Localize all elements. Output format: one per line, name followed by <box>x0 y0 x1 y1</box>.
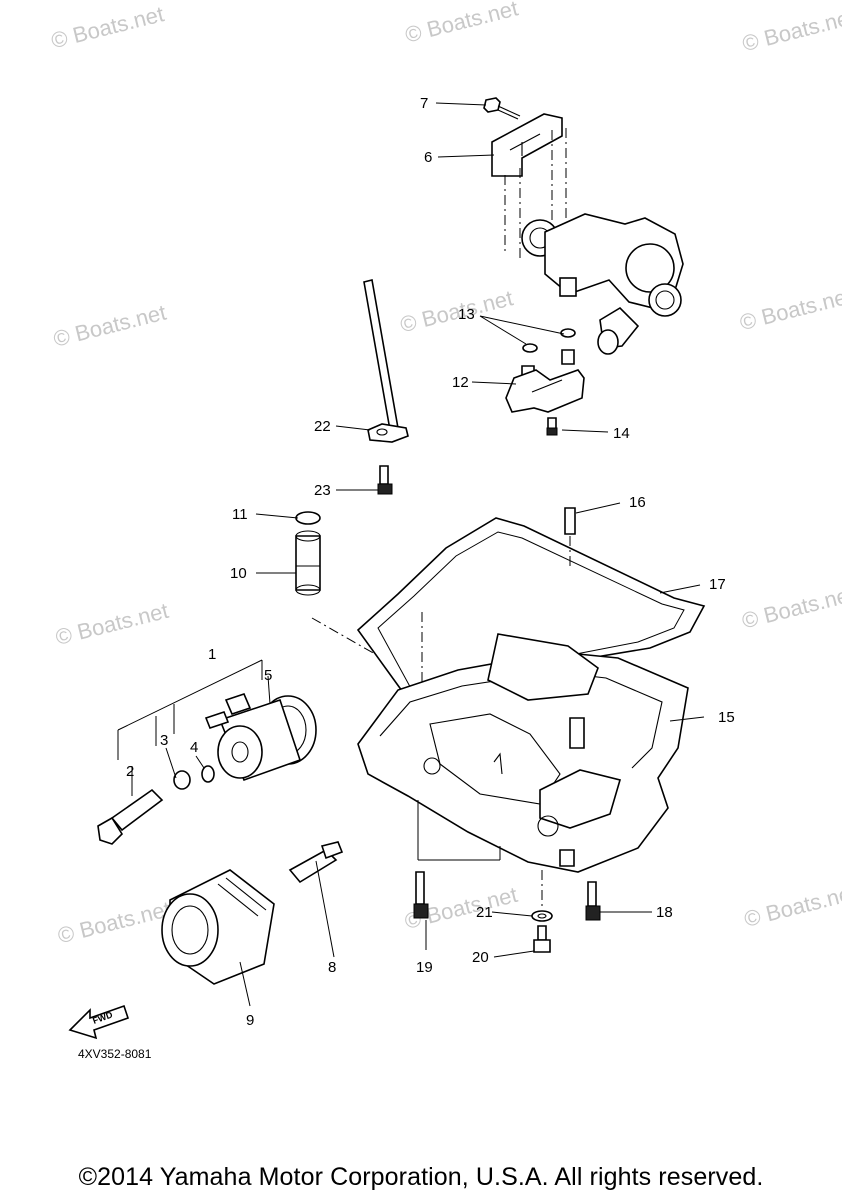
callout-2: 2 <box>126 763 134 780</box>
callout-22: 22 <box>314 418 331 435</box>
callout-10: 10 <box>230 565 247 582</box>
callout-7: 7 <box>420 95 428 112</box>
watermark-2: © Boats.net <box>403 0 521 48</box>
oil-pan <box>357 633 689 873</box>
callout-21: 21 <box>476 904 493 921</box>
callout-18: 18 <box>656 904 673 921</box>
watermark-5: © Boats.net <box>398 285 516 337</box>
callout-14: 14 <box>613 425 630 442</box>
oil-pump-assembly <box>483 97 684 355</box>
leader-lines <box>131 102 705 1007</box>
callout-5: 5 <box>264 667 272 684</box>
callout-19: 19 <box>416 959 433 976</box>
diagram-code: 4XV352-8081 <box>78 1047 152 1061</box>
watermark-10: © Boats.net <box>55 896 173 948</box>
oil-cooler-assembly <box>97 659 317 845</box>
callout-17: 17 <box>709 576 726 593</box>
watermark-6: © Boats.net <box>737 283 842 335</box>
callout-4: 4 <box>190 739 198 756</box>
watermark-12: © Boats.net <box>742 880 842 932</box>
oil-strainer <box>363 279 409 495</box>
watermark-1: © Boats.net <box>48 1 166 53</box>
watermark-9: © Boats.net <box>739 581 842 633</box>
callout-1: 1 <box>208 646 216 663</box>
callout-12: 12 <box>452 374 469 391</box>
oil-pan-bolts <box>413 800 601 953</box>
callout-6: 6 <box>424 149 432 166</box>
callout-16: 16 <box>629 494 646 511</box>
callout-8: 8 <box>328 959 336 976</box>
watermark-7: © Boats.net <box>53 598 171 650</box>
callout-15: 15 <box>718 709 735 726</box>
callout-3: 3 <box>160 732 168 749</box>
callout-23: 23 <box>314 482 331 499</box>
oil-pan-gasket <box>356 507 706 723</box>
oil-pipe-assembly <box>505 328 585 436</box>
callout-13: 13 <box>458 306 475 323</box>
watermark-3: © Boats.net <box>740 4 842 56</box>
oil-filter-assembly <box>161 841 344 985</box>
forward-arrow-icon: FWD <box>68 1004 130 1040</box>
watermark-4: © Boats.net <box>51 300 169 352</box>
copyright-notice: ©2014 Yamaha Motor Corporation, U.S.A. A… <box>78 1163 764 1191</box>
watermarks: © Boats.net © Boats.net © Boats.net © Bo… <box>48 0 842 948</box>
callout-9: 9 <box>246 1012 254 1029</box>
callout-labels: 1 2 3 4 5 6 7 8 9 10 11 12 13 14 15 16 1… <box>126 95 735 1029</box>
callout-11: 11 <box>232 506 248 523</box>
callout-20: 20 <box>472 949 489 966</box>
